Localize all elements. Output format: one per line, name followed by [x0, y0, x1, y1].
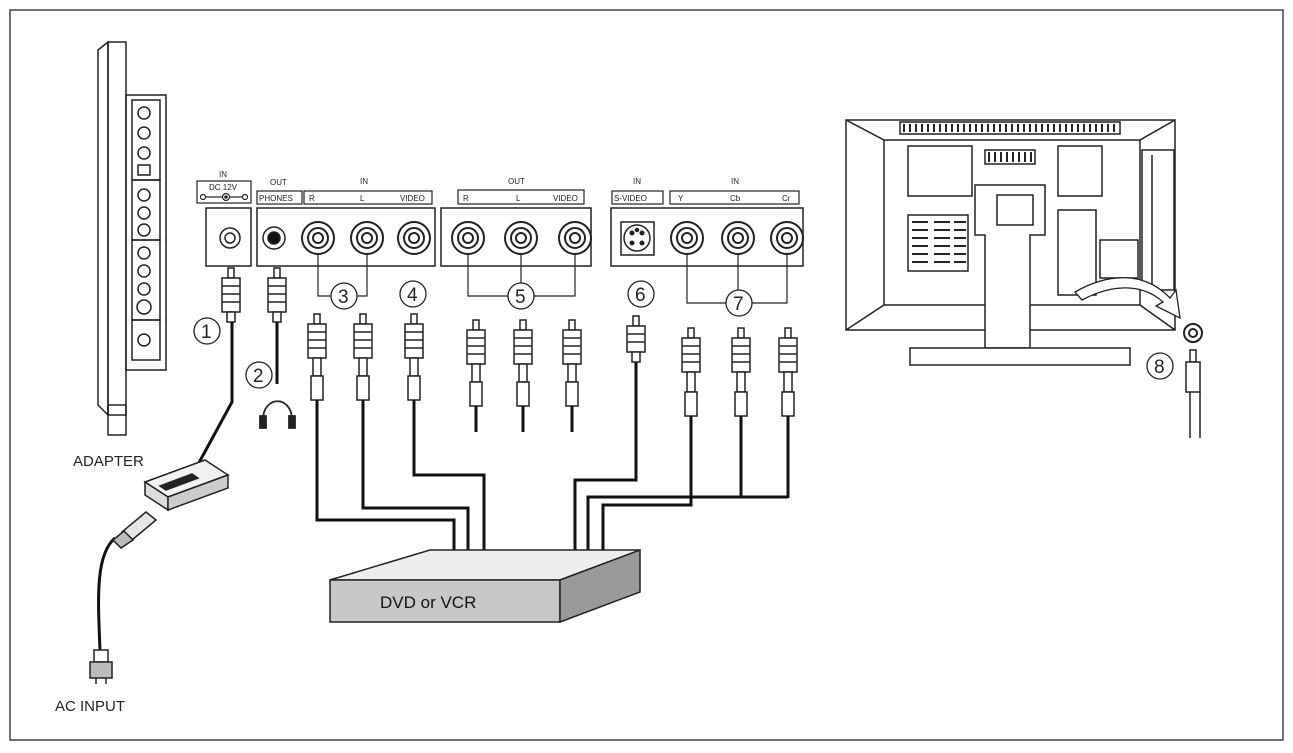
- callout-circles: [193, 280, 1174, 389]
- adapter-label: ADAPTER: [73, 453, 144, 470]
- label-video-in: VIDEO: [400, 194, 425, 203]
- outer-frame: [9, 9, 1284, 741]
- ac-plug-icon: [89, 649, 113, 684]
- label-out-phones: OUT: [270, 178, 287, 187]
- label-video-out: VIDEO: [553, 194, 578, 203]
- panel-label-strip: [196, 180, 800, 205]
- av-in-jack-box: [256, 207, 436, 267]
- label-in-svideo: IN: [633, 177, 641, 186]
- ac-input-label: AC INPUT: [55, 698, 125, 715]
- component-label-box: [669, 190, 800, 205]
- dc-label-box: [196, 180, 252, 204]
- rear-grill: [912, 221, 966, 263]
- phones-label-box: [256, 190, 303, 205]
- cables: [97, 322, 790, 651]
- rear-vent-stripes: [903, 124, 1115, 162]
- label-svideo: S-VIDEO: [614, 194, 647, 203]
- callout-1: 1: [201, 322, 212, 343]
- plug-8: [1185, 349, 1201, 438]
- dvd-vcr-label: DVD or VCR: [380, 593, 476, 612]
- label-r-in: R: [309, 194, 315, 203]
- label-out-av: OUT: [508, 177, 525, 186]
- ac-connector-icon: [111, 511, 158, 549]
- adapter-brick-icon: [143, 459, 230, 512]
- jack-8: [1183, 323, 1203, 343]
- tv-side-view: [97, 40, 167, 436]
- rca-plugs: [221, 267, 798, 417]
- label-in-dc: IN: [219, 170, 227, 179]
- callout-8: 8: [1154, 357, 1165, 378]
- label-cr: Cr: [782, 194, 791, 203]
- out-label-box: [457, 189, 585, 205]
- callout-5: 5: [515, 287, 526, 308]
- callout-2: 2: [253, 366, 264, 387]
- svideo-label-box: [611, 190, 664, 205]
- callout-6: 6: [635, 285, 646, 306]
- label-in-component: IN: [731, 177, 739, 186]
- callout-3: 3: [338, 287, 349, 308]
- dc-jack-box: [205, 207, 252, 267]
- callout-4: 4: [407, 285, 418, 306]
- rca-jacks: [301, 221, 804, 255]
- label-l-out: L: [516, 194, 521, 203]
- label-y: Y: [678, 194, 684, 203]
- label-r-out: R: [463, 194, 469, 203]
- headphone-icon: [259, 400, 296, 429]
- jack-panels: [205, 207, 804, 267]
- label-l-in: L: [360, 194, 365, 203]
- callout-7: 7: [733, 294, 744, 315]
- label-cb: Cb: [730, 194, 741, 203]
- arrow-to-jack-8: [1073, 277, 1181, 320]
- phones-jack: [262, 226, 286, 250]
- dc-jack: [219, 227, 241, 249]
- label-phones: PHONES: [259, 194, 293, 203]
- dc-polarity-symbol: [199, 192, 249, 202]
- in-audio-video-label-box: [303, 190, 433, 205]
- callout-brackets: [317, 254, 788, 304]
- tv-rear-view: [845, 119, 1176, 366]
- label-dc12v: DC 12V: [209, 183, 238, 192]
- label-in-av: IN: [360, 177, 368, 186]
- svideo-jack: [620, 221, 655, 256]
- dvd-vcr-box: [329, 548, 641, 624]
